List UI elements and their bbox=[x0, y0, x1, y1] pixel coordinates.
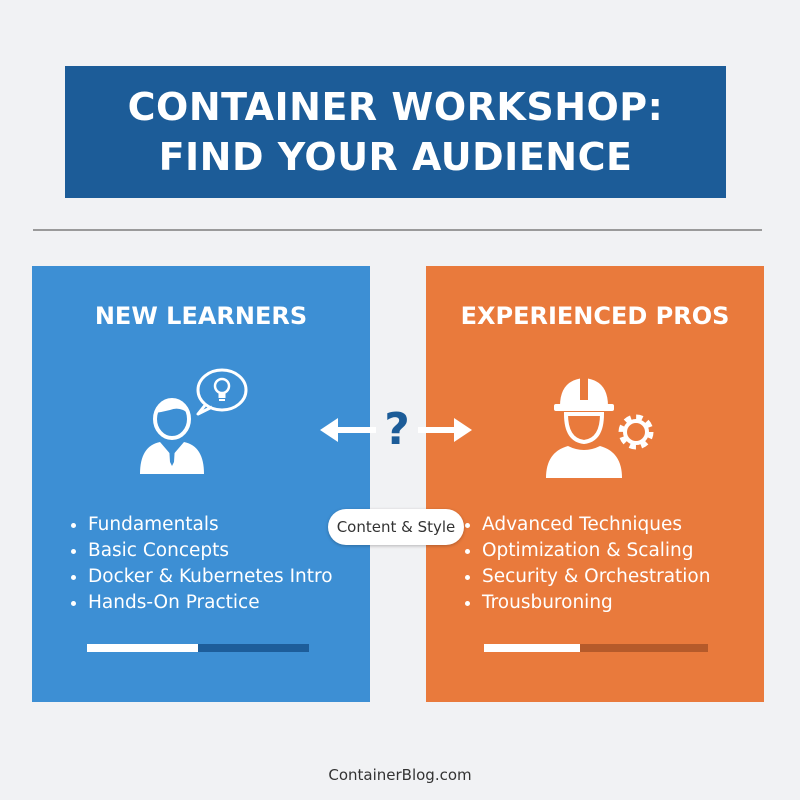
footer-site-name: ContainerBlog.com bbox=[328, 766, 472, 784]
divider bbox=[33, 229, 762, 231]
list-item: Basic Concepts bbox=[70, 538, 333, 564]
list-item: Fundamentals bbox=[70, 512, 333, 538]
new-learners-progress-bar bbox=[87, 644, 309, 652]
svg-text:?: ? bbox=[384, 404, 410, 455]
list-item: Hands-On Practice bbox=[70, 590, 333, 616]
list-item: Docker & Kubernetes Intro bbox=[70, 564, 333, 590]
question-double-arrow-icon: ? bbox=[320, 404, 472, 455]
progress-fill bbox=[484, 644, 581, 652]
new-learners-panel: NEW LEARNERS Fundamentals Basic Concepts… bbox=[32, 266, 370, 702]
learner-with-lightbulb-icon bbox=[140, 368, 248, 474]
list-item: Trousburoning bbox=[464, 590, 710, 616]
list-item: Optimization & Scaling bbox=[464, 538, 710, 564]
new-learners-topics: Fundamentals Basic Concepts Docker & Kub… bbox=[70, 512, 333, 616]
experienced-pros-title: EXPERIENCED PROS bbox=[460, 302, 730, 330]
hardhat-engineer-gear-icon bbox=[546, 378, 654, 478]
list-item: Advanced Techniques bbox=[464, 512, 710, 538]
content-style-label: Content & Style bbox=[328, 509, 464, 545]
title-line-1: CONTAINER WORKSHOP: bbox=[127, 85, 664, 129]
title-banner: CONTAINER WORKSHOP: FIND YOUR AUDIENCE bbox=[65, 66, 726, 198]
new-learners-title: NEW LEARNERS bbox=[94, 302, 308, 330]
progress-fill bbox=[87, 644, 198, 652]
experienced-pros-progress-bar bbox=[484, 644, 708, 652]
experienced-pros-panel: EXPERIENCED PROS Advanced Techniques Opt… bbox=[426, 266, 764, 702]
title-line-2: FIND YOUR AUDIENCE bbox=[158, 135, 633, 179]
experienced-pros-topics: Advanced Techniques Optimization & Scali… bbox=[464, 512, 710, 616]
list-item: Security & Orchestration bbox=[464, 564, 710, 590]
